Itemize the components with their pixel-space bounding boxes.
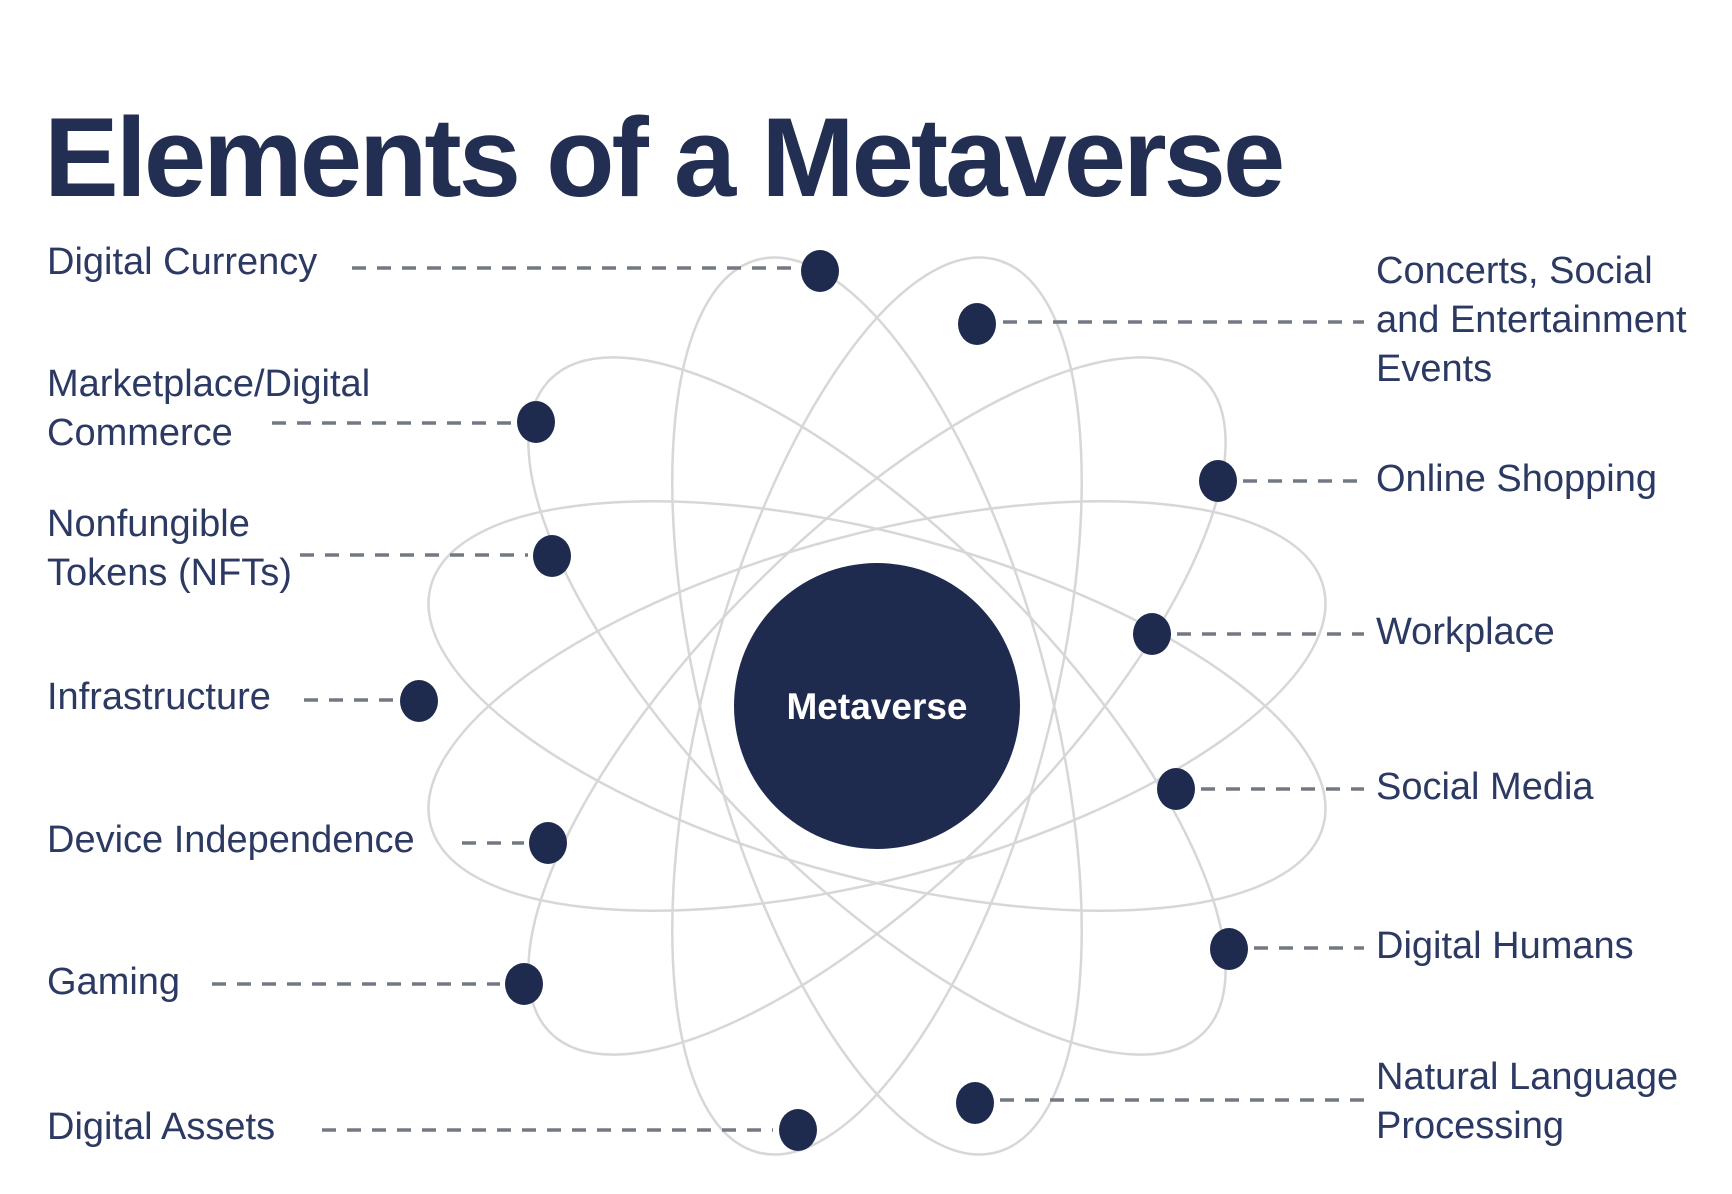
node-dot-gaming <box>505 963 543 1005</box>
node-label-marketplace-digital-commerce: Marketplace/Digital <box>47 363 371 405</box>
node-dot-digital-humans <box>1210 928 1248 970</box>
node-label-nonfungible-tokens-nfts: Nonfungible <box>47 503 250 545</box>
node-label-natural-language-processing: Processing <box>1376 1105 1564 1147</box>
orbit-ellipse <box>427 500 1327 912</box>
node-dot-device-independence <box>529 822 567 864</box>
node-label-digital-assets: Digital Assets <box>47 1106 276 1148</box>
orbit-ellipse <box>671 256 1083 1156</box>
connector-dashes <box>212 266 1364 1132</box>
node-dot-nonfungible-tokens-nfts <box>533 535 571 577</box>
metaverse-center-circle <box>734 563 1020 849</box>
node-label-infrastructure: Infrastructure <box>47 676 271 718</box>
node-label-digital-currency: Digital Currency <box>47 241 318 283</box>
node-dot-infrastructure <box>400 680 438 722</box>
orbit-ellipse <box>427 500 1327 912</box>
orbit-ellipse <box>527 356 1227 1056</box>
node-dot-concerts-social-entertainment-events <box>958 303 996 345</box>
node-label-concerts-social-entertainment-events: and Entertainment <box>1376 299 1687 341</box>
node-label-concerts-social-entertainment-events: Events <box>1376 348 1493 390</box>
orbit-ellipse <box>671 256 1083 1156</box>
node-label-device-independence: Device Independence <box>47 819 415 861</box>
orbit-ellipse <box>527 356 1227 1056</box>
metaverse-center-label: Metaverse <box>786 686 967 727</box>
node-label-marketplace-digital-commerce: Commerce <box>47 412 233 454</box>
node-dot-workplace <box>1133 613 1171 655</box>
node-label-digital-humans: Digital Humans <box>1376 925 1634 967</box>
node-dot-natural-language-processing <box>956 1082 994 1124</box>
node-dot-marketplace-digital-commerce <box>517 401 555 443</box>
node-dot-online-shopping <box>1199 460 1237 502</box>
node-label-workplace: Workplace <box>1376 611 1555 653</box>
node-dot-digital-currency <box>801 250 839 292</box>
node-label-natural-language-processing: Natural Language <box>1376 1056 1679 1098</box>
node-label-nonfungible-tokens-nfts: Tokens (NFTs) <box>47 552 292 594</box>
node-dot-digital-assets <box>779 1109 817 1151</box>
node-label-social-media: Social Media <box>1376 766 1594 808</box>
page-title: Elements of a Metaverse <box>44 95 1285 221</box>
node-label-gaming: Gaming <box>47 961 181 1003</box>
orbit-ellipses <box>427 256 1327 1156</box>
node-dots <box>400 250 1248 1151</box>
node-label-online-shopping: Online Shopping <box>1376 458 1657 500</box>
node-label-concerts-social-entertainment-events: Concerts, Social <box>1376 250 1653 292</box>
node-dot-social-media <box>1157 768 1195 810</box>
